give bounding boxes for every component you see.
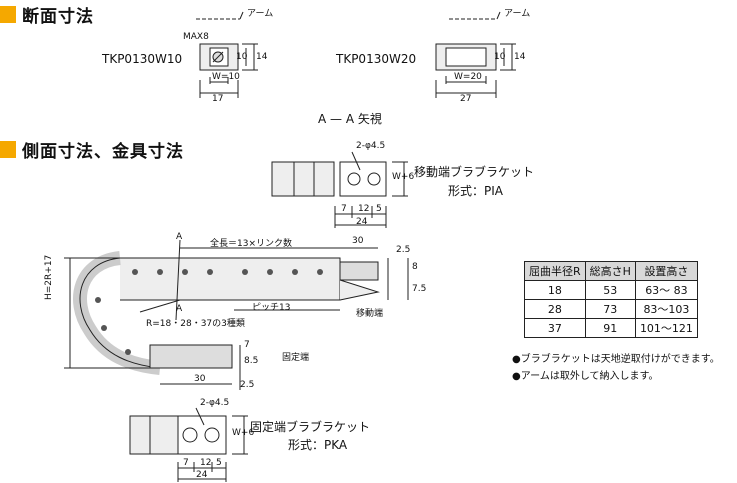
dim-30-top: 30 xyxy=(352,236,364,246)
moving-dim-1: 7 xyxy=(341,204,347,214)
table-cell: 101〜121 xyxy=(634,318,698,338)
cross-section-left xyxy=(196,11,258,98)
moving-dim-2: 12 xyxy=(358,204,370,214)
width-total-left: 17 xyxy=(212,94,224,104)
w-label-left: W=10 xyxy=(212,72,240,82)
section-mark-bottom: A xyxy=(176,304,183,314)
dim-right-3: 7.5 xyxy=(412,284,427,294)
moving-dim-w: W+6 xyxy=(392,172,415,182)
table-row: 18 53 63〜 83 xyxy=(524,280,698,300)
heading-marker xyxy=(0,6,16,23)
fixed-bracket-drawing xyxy=(129,407,248,482)
arm-label-right: アーム xyxy=(504,9,531,19)
moving-end-label: 移動端 xyxy=(356,309,384,319)
model-left: TKP0130W10 xyxy=(102,52,183,66)
fixed-end-label: 固定端 xyxy=(282,353,310,363)
dim-30-bottom: 30 xyxy=(194,374,206,384)
fixed-dim-2: 12 xyxy=(200,458,212,468)
section-heading-cross: 断面寸法 xyxy=(0,2,94,27)
pitch-label: ピッチ13 xyxy=(252,303,291,313)
table-cell: 53 xyxy=(584,280,636,300)
table-header: 屈曲半径R xyxy=(524,261,586,281)
arm-label-left: アーム xyxy=(247,9,274,19)
fixed-hole-label: 2-φ4.5 xyxy=(200,398,230,408)
moving-dim-total: 24 xyxy=(356,217,368,227)
table-cell: 83〜103 xyxy=(634,299,698,319)
section-title: 断面寸法 xyxy=(22,7,94,27)
dim-fixed-2: 8.5 xyxy=(244,356,259,366)
fixed-dim-total: 24 xyxy=(196,470,208,480)
view-caption: A — A 矢視 xyxy=(318,112,382,126)
height-label: H=2R+17 xyxy=(44,254,54,300)
table-cell: 18 xyxy=(524,280,586,300)
model-right: TKP0130W20 xyxy=(336,52,417,66)
table-cell: 73 xyxy=(584,299,636,319)
height-inner-right: 10 xyxy=(494,52,506,62)
fixed-dim-w: W+6 xyxy=(232,428,255,438)
moving-bracket-title: 移動端ブラブラケット xyxy=(414,165,535,179)
w-label-right: W=20 xyxy=(454,72,482,82)
moving-bracket-type: 形式：PIA xyxy=(448,184,503,198)
table-header-row: 屈曲半径R 総高さH 設置高さ xyxy=(524,261,698,281)
fixed-bracket-type: 形式：PKA xyxy=(288,438,348,452)
dim-25-bottom: 2.5 xyxy=(240,380,255,390)
link-pins xyxy=(95,269,323,355)
heading-marker xyxy=(0,141,16,158)
length-label: 全長＝13×リンク数 xyxy=(210,239,292,249)
radius-table: 屈曲半径R 総高さH 設置高さ 18 53 63〜 83 28 73 83〜10… xyxy=(524,261,698,338)
fixed-bracket-title: 固定端ブラブラケット xyxy=(250,420,371,434)
note-1: ●ブラブラケットは天地逆取付けができます。 xyxy=(512,354,720,365)
section-heading-side: 側面寸法、金具寸法 xyxy=(0,137,184,162)
height-inner-left: 10 xyxy=(236,52,248,62)
height-outer-left: 14 xyxy=(256,52,268,62)
table-cell: 28 xyxy=(524,299,586,319)
radius-label: R=18・28・37の3種類 xyxy=(146,319,245,329)
table-row: 37 91 101〜121 xyxy=(524,318,698,338)
dim-right-1: 2.5 xyxy=(396,245,411,255)
table-header: 設置高さ xyxy=(634,261,698,281)
table-cell: 63〜 83 xyxy=(634,280,698,300)
dim-right-2: 8 xyxy=(412,262,418,272)
max-label: MAX8 xyxy=(183,32,209,42)
dim-fixed-1: 7 xyxy=(244,340,250,350)
section-title: 側面寸法、金具寸法 xyxy=(22,142,184,162)
fixed-dim-3: 5 xyxy=(216,458,222,468)
table-row: 28 73 83〜103 xyxy=(524,299,698,319)
moving-dim-3: 5 xyxy=(376,204,382,214)
moving-hole-label: 2-φ4.5 xyxy=(356,141,386,151)
table-header: 総高さH xyxy=(584,261,636,281)
fixed-dim-1: 7 xyxy=(183,458,189,468)
table-cell: 37 xyxy=(524,318,586,338)
moving-bracket-drawing xyxy=(271,151,408,228)
cross-section-right xyxy=(435,11,516,98)
width-total-right: 27 xyxy=(460,94,472,104)
section-mark-top: A xyxy=(176,232,183,242)
table-cell: 91 xyxy=(584,318,636,338)
height-outer-right: 14 xyxy=(514,52,526,62)
side-view-chain xyxy=(64,239,409,390)
note-2: ●アームは取外して納入します。 xyxy=(512,371,659,382)
